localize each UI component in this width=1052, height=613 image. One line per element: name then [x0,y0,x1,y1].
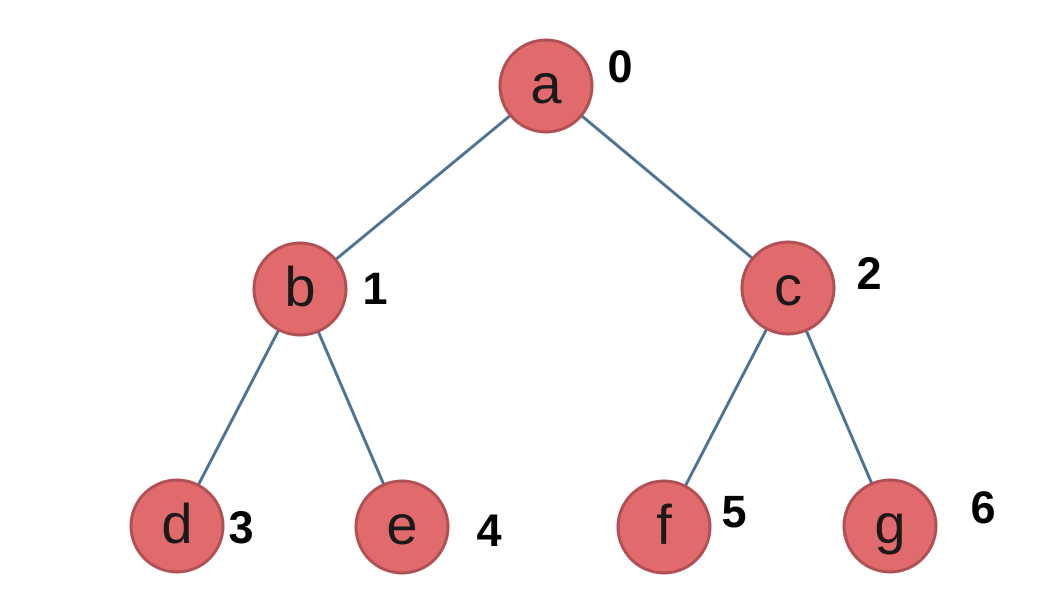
tree-node-label-b: b [284,255,315,318]
tree-node-circle-b [252,241,348,337]
tree-node-index-d: 3 [228,502,253,553]
tree-node-circle-c [740,240,836,336]
tree-node-label-f: f [656,493,672,556]
tree-node-index-f: 5 [721,486,746,537]
tree-node-index-e: 4 [476,505,501,556]
tree-node-circle-a [498,38,594,134]
tree-node-circle-d [129,478,225,574]
tree-node-label-d: d [161,492,192,555]
tree-node-circle-f [616,479,712,575]
tree-node-label-a: a [530,52,562,115]
tree-node-circle-e [354,479,450,575]
tree-node-index-b: 1 [362,263,387,314]
tree-node-circle-g [842,478,938,574]
tree-node-label-g: g [874,492,905,555]
tree-node-label-e: e [386,493,417,556]
tree-node-index-c: 2 [856,248,881,299]
tree-edge-a-c [545,84,789,290]
tree-node-index-a: 0 [607,41,632,92]
tree-node-index-g: 6 [970,482,995,533]
tree-edge-a-b [299,84,547,291]
tree-node-label-c: c [774,254,802,317]
